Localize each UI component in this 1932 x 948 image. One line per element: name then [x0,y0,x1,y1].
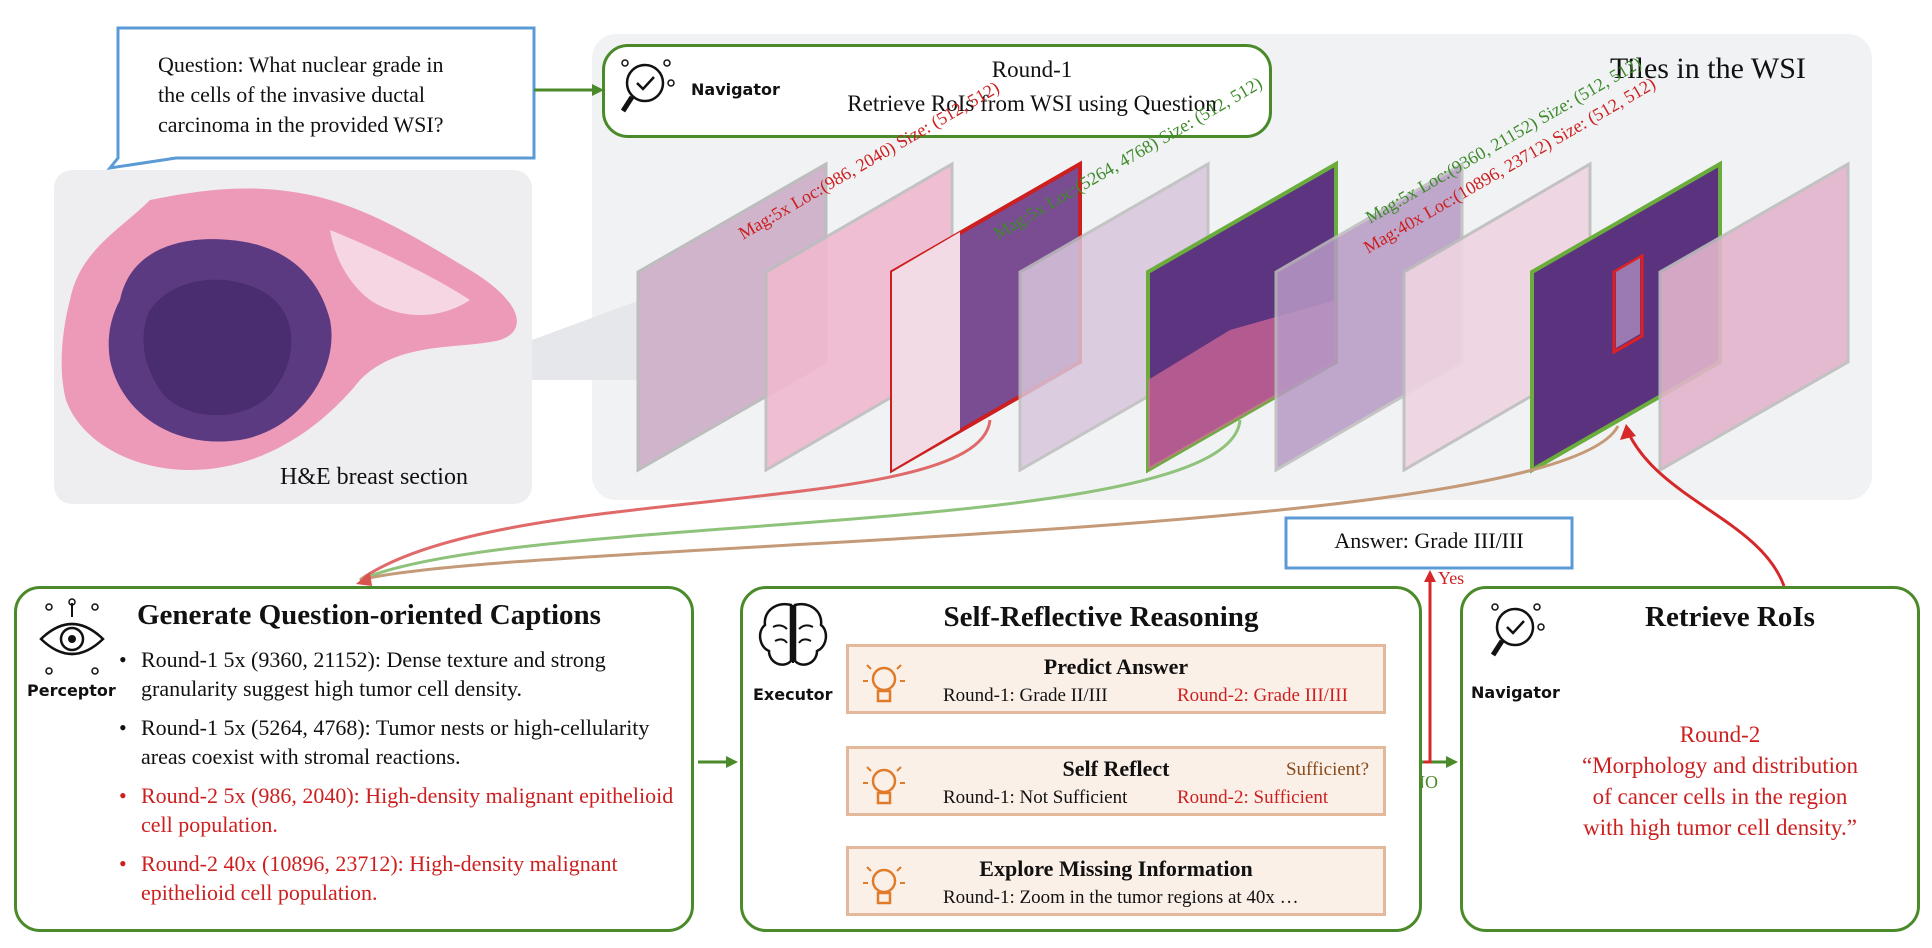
explore-box: Explore Missing Information Round-1: Zoo… [846,846,1386,916]
arrowhead-question [592,84,604,96]
reflect-round1: Round-1: Not Sufficient [943,787,1128,808]
caption-item: Round-1 5x (9360, 21152): Dense texture … [117,645,677,703]
query-line: “Morphology and distribution [1582,753,1858,778]
query-line: with high tumor cell density.” [1583,815,1857,840]
question-line: Question: What nuclear grade in [158,52,444,77]
answer-text: Answer: Grade III/III [1334,528,1524,553]
retrieve-round: Round-2 [1679,722,1761,747]
predict-title: Predict Answer [1043,654,1189,679]
sufficient-question: Sufficient? [1285,759,1369,780]
navigator-bottom-label: Navigator [1471,683,1560,702]
question-line: carcinoma in the provided WSI? [158,112,444,137]
predict-round2: Round-2: Grade III/III [1177,685,1348,706]
lightbulb-icon [859,759,909,818]
perceptor-title: Generate Question-oriented Captions [137,599,601,631]
perceptor-box: Perceptor Generate Question-oriented Cap… [14,586,694,932]
retrieve-query: Round-2 “Morphology and distribution of … [1523,719,1917,843]
caption-item: Round-2 5x (986, 2040): High-density mal… [117,781,677,839]
lightbulb-icon [859,657,909,716]
reflect-round2: Round-2: Sufficient [1177,787,1329,808]
arrowhead-roi [1620,424,1636,440]
executor-label: Executor [753,685,833,704]
navigator-retrieve-box: Navigator Retrieve RoIs Round-2 “Morphol… [1460,586,1920,932]
query-line: of cancer cells in the region [1592,784,1848,809]
curve-red-tile-to-captions [359,419,992,582]
answer-box [1284,516,1574,570]
navigator-icon [615,53,677,115]
wsi-caption: H&E breast section [280,464,468,490]
tile-stack [636,160,1850,474]
question-text: Question: What nuclear grade in the cell… [158,50,444,140]
tiles-title: Tiles in the WSI [1610,52,1806,85]
self-reflect-box: Self Reflect Sufficient? Round-1: Not Su… [846,746,1386,816]
brain-icon [753,597,833,677]
explore-round1: Round-1: Zoom in the tumor regions at 40… [943,887,1299,908]
retrieve-title: Retrieve RoIs [1645,601,1815,633]
perceptor-label: Perceptor [27,681,116,700]
caption-item: Round-2 40x (10896, 23712): High-density… [117,849,677,907]
caption-item: Round-1 5x (5264, 4768): Tumor nests or … [117,713,677,771]
lightbulb-icon [859,859,909,918]
predict-answer-box: Predict Answer Round-1: Grade II/III Rou… [846,644,1386,714]
curve-green-tile-to-captions [359,419,1242,582]
executor-title: Self-Reflective Reasoning [943,601,1259,633]
yes-label: Yes [1438,568,1465,588]
he-tissue-image [61,188,517,470]
reflect-title: Self Reflect [1062,756,1170,781]
navigator-round1-box: Navigator Round-1 Retrieve RoIs from WSI… [602,44,1272,138]
perceptor-eye-icon [35,597,109,677]
navigator-top-round: Round-1 [991,57,1073,82]
caption-list: Round-1 5x (9360, 21152): Dense texture … [117,645,677,917]
arrowhead-captions [356,572,372,586]
question-line: the cells of the invasive ductal [158,82,425,107]
predict-round1: Round-1: Grade II/III [943,685,1108,706]
curve-tan-tile-to-captions [359,425,1620,582]
navigator-top-label: Navigator [691,80,780,99]
arrow-roi-to-tiles [1626,431,1786,587]
question-bubble [106,26,536,171]
arrow-yes-to-answer [1424,578,1432,764]
explore-title: Explore Missing Information [979,856,1253,881]
navigator-icon [1485,597,1547,667]
navigator-top-task: Retrieve RoIs from WSI using Question [847,91,1217,116]
zoom-funnel [532,300,640,380]
